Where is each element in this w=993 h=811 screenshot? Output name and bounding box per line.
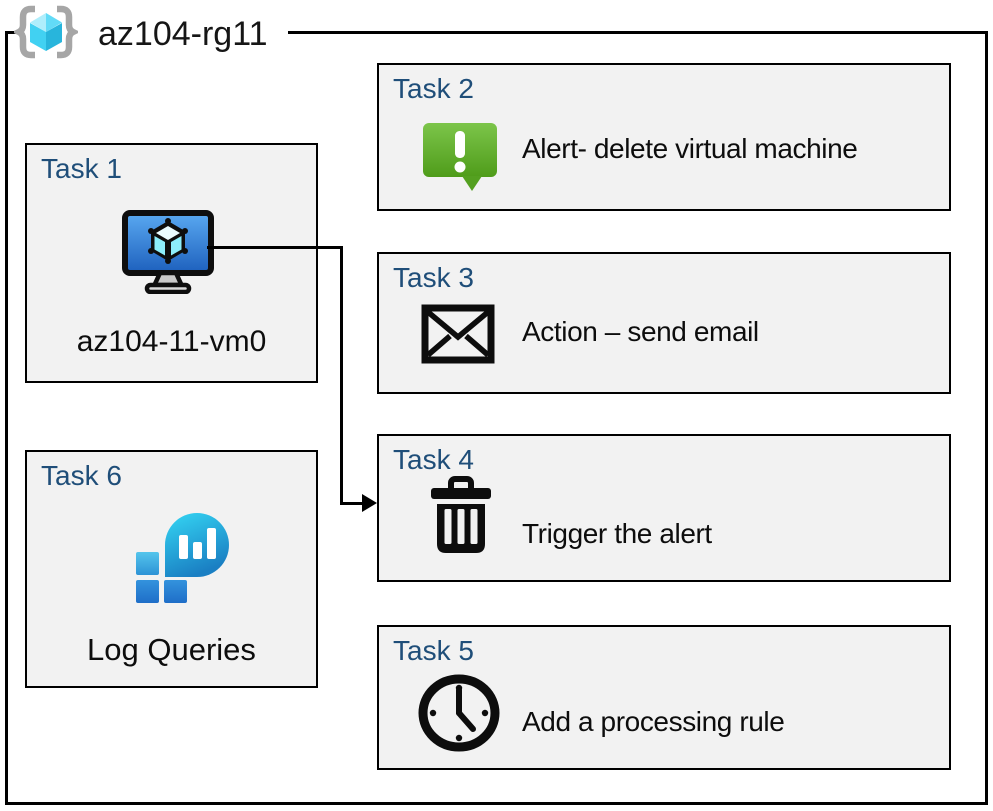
- log-queries-icon: [136, 513, 229, 603]
- task-5-title: Task 5: [393, 635, 474, 666]
- task-3-caption: Action – send email: [522, 316, 759, 347]
- task-5-caption: Add a processing rule: [522, 706, 785, 737]
- task-2-title: Task 2: [393, 73, 474, 104]
- connector-line-vertical: [340, 246, 343, 505]
- email-icon: [421, 304, 495, 364]
- connector-arrowhead-icon: [362, 494, 377, 512]
- alert-icon: [423, 123, 497, 191]
- resource-group-header: az104-rg11: [14, 4, 268, 60]
- task-card-1: Task 1 az104-11-vm0: [25, 143, 318, 383]
- task-card-4: Task 4 Trigger the alert: [377, 434, 951, 582]
- clock-icon: [418, 674, 500, 752]
- task-6-title: Task 6: [41, 460, 122, 491]
- connector-line-horizontal-2: [340, 502, 366, 505]
- resource-group-icon: [14, 5, 78, 59]
- border-gap: [16, 27, 288, 38]
- task-4-title: Task 4: [393, 444, 474, 475]
- task-card-3: Task 3 Action – send email: [377, 252, 951, 394]
- trash-icon: [431, 476, 491, 553]
- resource-group-label: az104-rg11: [98, 14, 268, 53]
- task-2-caption: Alert- delete virtual machine: [522, 133, 858, 164]
- task-6-caption: Log Queries: [87, 632, 256, 667]
- virtual-machine-icon: [122, 210, 214, 294]
- task-4-caption: Trigger the alert: [522, 518, 712, 549]
- task-1-caption: az104-11-vm0: [76, 325, 267, 358]
- task-card-5: Task 5 Add a processing rule: [377, 625, 951, 770]
- task-card-2: Task 2 Alert- delete virtual machine: [377, 63, 951, 211]
- task-1-title: Task 1: [41, 153, 122, 184]
- task-3-title: Task 3: [393, 262, 474, 293]
- connector-line-horizontal-1: [207, 246, 343, 249]
- task-card-6: Task 6 Log Queries: [25, 450, 318, 688]
